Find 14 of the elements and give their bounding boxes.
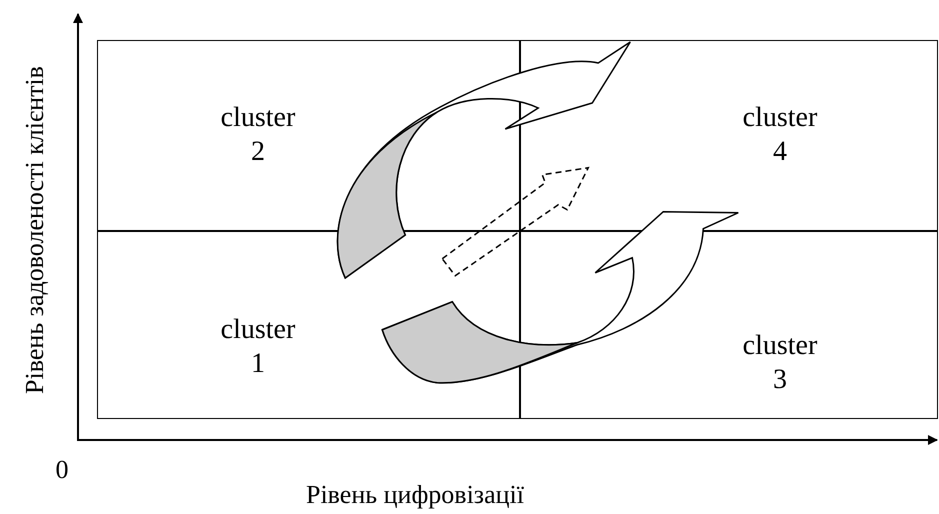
axis-title: Рівень цифровізації [306,480,524,510]
quadrant [519,40,938,232]
origin-label: 0 [56,455,68,485]
quadrant [97,230,521,419]
quadrant [519,230,938,419]
quadrant-label: cluster 2 [220,101,296,169]
curved-arrow [382,211,739,384]
quadrant [97,40,521,232]
quadrant-label: cluster 1 [220,313,296,381]
quadrant-label: cluster 4 [742,101,818,169]
curved-arrow [336,41,631,279]
axis-title: Рівень задоволеності клієнтів [20,66,50,394]
dashed-arrow [441,166,590,277]
quadrant-label: cluster 3 [742,329,818,397]
